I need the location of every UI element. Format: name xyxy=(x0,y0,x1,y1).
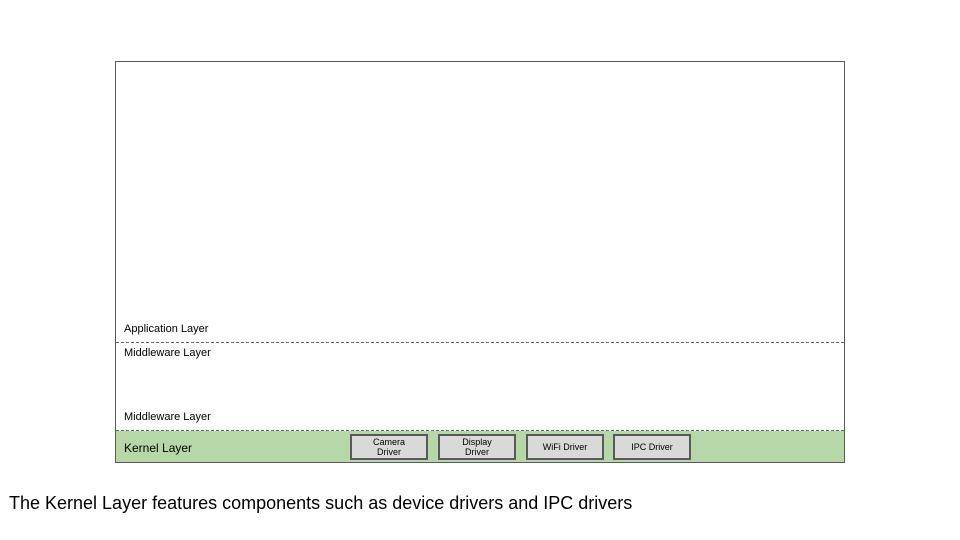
middleware-layer-label-bottom: Middleware Layer xyxy=(124,411,211,423)
caption-text: The Kernel Layer features components suc… xyxy=(9,493,633,513)
display-driver-box: Display Driver xyxy=(438,434,516,460)
kernel-layer-label: Kernel Layer xyxy=(124,441,193,455)
middleware-kernel-divider xyxy=(116,430,844,431)
architecture-diagram: Application Layer Middleware Layer Middl… xyxy=(115,61,845,463)
wifi-driver-box: WiFi Driver xyxy=(526,434,604,460)
kernel-layer: Kernel Layer Camera Driver Display Drive… xyxy=(116,431,844,462)
camera-driver-box: Camera Driver xyxy=(350,434,428,460)
middleware-layer-label-top: Middleware Layer xyxy=(124,347,211,359)
application-middleware-divider xyxy=(116,342,844,343)
ipc-driver-box: IPC Driver xyxy=(613,434,691,460)
application-layer-label: Application Layer xyxy=(124,323,209,335)
